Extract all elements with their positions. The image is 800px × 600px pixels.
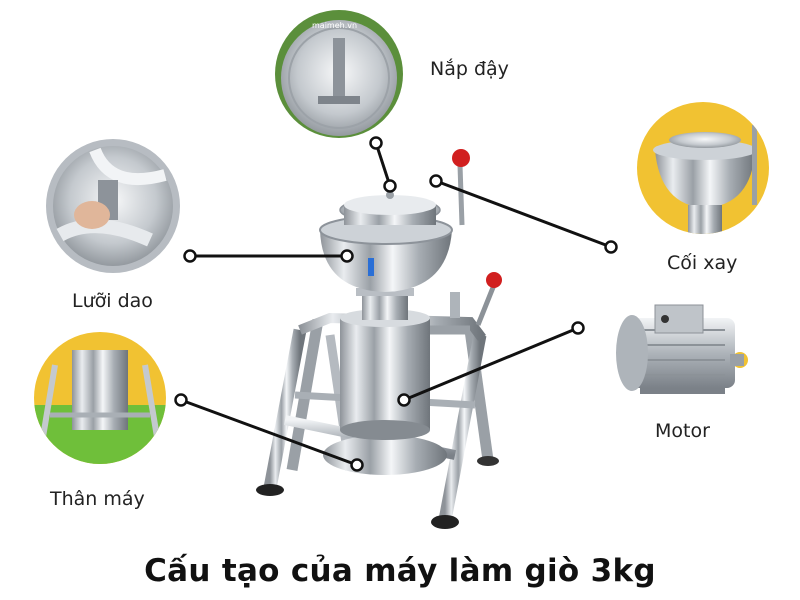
watermark-text: maimeh.vn xyxy=(312,21,357,30)
bowl-photo xyxy=(637,102,769,234)
blade-photo xyxy=(46,139,180,273)
grinder-bowl-label: Cối xay xyxy=(667,252,738,274)
motor-label: Motor xyxy=(655,420,710,442)
body-label: Thân máy xyxy=(50,488,145,510)
motor-photo xyxy=(616,304,748,394)
leader-lines xyxy=(180,142,612,467)
machine-illustration xyxy=(256,149,502,529)
lid-photo: maimeh.vn xyxy=(275,10,403,138)
blade-label: Lưỡi dao xyxy=(72,290,153,312)
lid-label: Nắp đậy xyxy=(430,58,509,80)
diagram-title: Cấu tạo của máy làm giò 3kg xyxy=(144,553,656,589)
body-photo xyxy=(34,332,166,464)
connector-dots xyxy=(174,136,618,472)
